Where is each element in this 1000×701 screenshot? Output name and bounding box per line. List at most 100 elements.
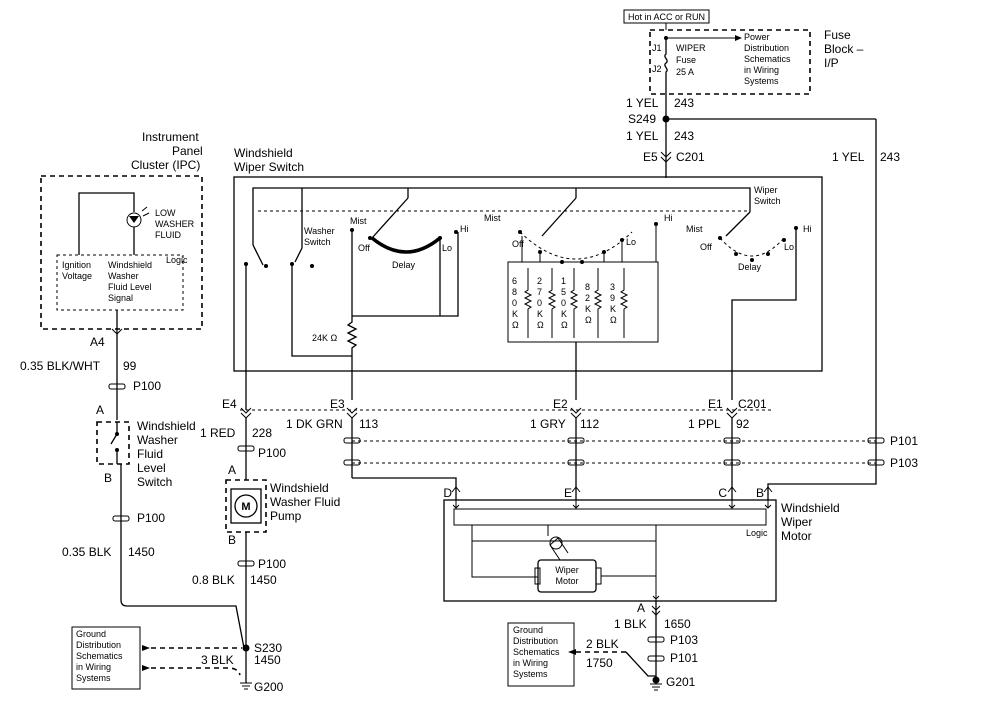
svg-text:8: 8 [585, 282, 590, 292]
svg-text:Distribution: Distribution [76, 640, 121, 650]
svg-text:Systems: Systems [513, 669, 548, 679]
svg-text:E: E [564, 486, 572, 500]
svg-text:Schematics: Schematics [744, 54, 791, 64]
svg-text:2 BLK: 2 BLK [586, 637, 619, 651]
p103-connector-icon [867, 459, 885, 466]
svg-text:Wiper: Wiper [754, 185, 778, 195]
svg-text:1750: 1750 [586, 656, 613, 670]
svg-text:1450: 1450 [250, 573, 277, 587]
svg-text:Hi: Hi [460, 224, 469, 234]
svg-text:P100: P100 [258, 446, 286, 460]
svg-text:Schematics: Schematics [513, 647, 560, 657]
svg-text:K: K [512, 309, 518, 319]
feed-circuit-243: 1 YEL 243 S249 1 YEL 243 E5 C201 1 YEL 2… [626, 94, 900, 472]
p101-connector-icon [867, 437, 885, 444]
svg-text:Distribution: Distribution [513, 636, 558, 646]
svg-text:Washer: Washer [137, 433, 178, 447]
ground-ref-box-left [71, 626, 141, 690]
ipc-logic-box [56, 254, 184, 311]
ground-left: S230 3 BLK 1450 Ground Distribution Sche… [71, 626, 284, 694]
svg-text:Pump: Pump [270, 509, 302, 523]
svg-text:Delay: Delay [392, 260, 416, 270]
svg-text:Power: Power [744, 32, 770, 42]
p100-connector-icon [237, 560, 255, 567]
svg-text:25 A: 25 A [676, 67, 694, 77]
svg-text:0: 0 [512, 298, 517, 308]
svg-text:1 YEL: 1 YEL [626, 96, 659, 110]
svg-text:B: B [104, 471, 112, 485]
svg-text:5: 5 [561, 287, 566, 297]
svg-text:Cluster (IPC): Cluster (IPC) [131, 158, 200, 172]
svg-text:Fluid: Fluid [137, 447, 163, 461]
svg-text:M: M [241, 501, 250, 513]
svg-text:Mist: Mist [686, 224, 703, 234]
svg-text:1: 1 [561, 276, 566, 286]
instrument-panel-cluster: Instrument Panel Cluster (IPC) LOW WASHE… [20, 130, 203, 420]
svg-text:8: 8 [512, 287, 517, 297]
c201-e3-icon [346, 407, 358, 419]
svg-text:Wiper: Wiper [781, 515, 812, 529]
svg-text:K: K [561, 309, 567, 319]
delay-arc-left [370, 236, 442, 254]
svg-text:Lo: Lo [626, 237, 636, 247]
svg-text:1 BLK: 1 BLK [614, 617, 647, 631]
p100-connector-icon [237, 445, 255, 452]
svg-text:A4: A4 [90, 335, 105, 349]
svg-text:in Wiring: in Wiring [513, 658, 548, 668]
svg-text:B: B [756, 486, 764, 500]
fluid-level-switch: Windshield Washer Fluid Level Switch B P… [62, 419, 245, 649]
ground-g201-icon [650, 683, 662, 691]
svg-text:1 PPL: 1 PPL [688, 417, 721, 431]
svg-text:S249: S249 [628, 112, 656, 126]
svg-text:B: B [228, 533, 236, 547]
svg-text:P100: P100 [133, 379, 161, 393]
svg-text:P103: P103 [670, 633, 698, 647]
svg-text:WIPER: WIPER [676, 43, 706, 53]
svg-text:Ω: Ω [537, 320, 544, 330]
wiper-fuse-icon [664, 38, 668, 94]
svg-text:9: 9 [610, 293, 615, 303]
washer-pump: P100 A M Windshield Washer Fluid Pump B … [192, 418, 340, 648]
svg-text:E2: E2 [553, 397, 568, 411]
svg-text:Block –: Block – [824, 42, 864, 56]
svg-text:7: 7 [537, 287, 542, 297]
ipc-outline [40, 175, 203, 330]
svg-text:0.35 BLK/WHT: 0.35 BLK/WHT [20, 359, 101, 373]
svg-text:1650: 1650 [664, 617, 691, 631]
svg-text:Hi: Hi [803, 224, 812, 234]
svg-text:Ground: Ground [513, 625, 543, 635]
svg-text:A: A [228, 463, 236, 477]
svg-text:C201: C201 [676, 150, 705, 164]
svg-text:Signal: Signal [108, 293, 133, 303]
svg-text:Mist: Mist [350, 216, 367, 226]
pd-arrow-icon [735, 35, 742, 41]
svg-text:1 GRY: 1 GRY [530, 417, 566, 431]
wiper-motor: D E C B Windshield Wiper Motor Logic Wip… [443, 486, 840, 681]
resistor-24k-icon [346, 316, 358, 356]
svg-text:2: 2 [585, 293, 590, 303]
svg-text:Off: Off [358, 243, 370, 253]
svg-text:Logic: Logic [746, 528, 768, 538]
svg-text:Ω: Ω [610, 315, 617, 325]
svg-text:in Wiring: in Wiring [744, 65, 779, 75]
svg-text:Switch: Switch [304, 237, 331, 247]
svg-text:C201: C201 [738, 397, 767, 411]
svg-text:Off: Off [512, 239, 524, 249]
wiper-motor-outline [443, 499, 777, 602]
svg-text:G201: G201 [666, 675, 696, 689]
svg-text:Washer: Washer [108, 271, 139, 281]
svg-text:D: D [443, 486, 452, 500]
svg-text:2: 2 [537, 276, 542, 286]
connector-row: E4 E3 E2 E1 C201 1 RED 228 1 DK GRN 113 … [200, 397, 918, 500]
resistor-ladder-box [507, 261, 659, 343]
level-switch-contact-icon [110, 422, 118, 464]
svg-text:Distribution: Distribution [744, 43, 789, 53]
svg-text:1450: 1450 [254, 653, 281, 667]
svg-text:Ground: Ground [76, 629, 106, 639]
wiper-motor-title: Windshield [781, 501, 840, 515]
svg-text:Ω: Ω [585, 315, 592, 325]
svg-text:Level: Level [137, 461, 166, 475]
wiper-switch-title: Windshield [234, 146, 293, 160]
svg-text:P101: P101 [670, 651, 698, 665]
svg-text:Ω: Ω [561, 320, 568, 330]
